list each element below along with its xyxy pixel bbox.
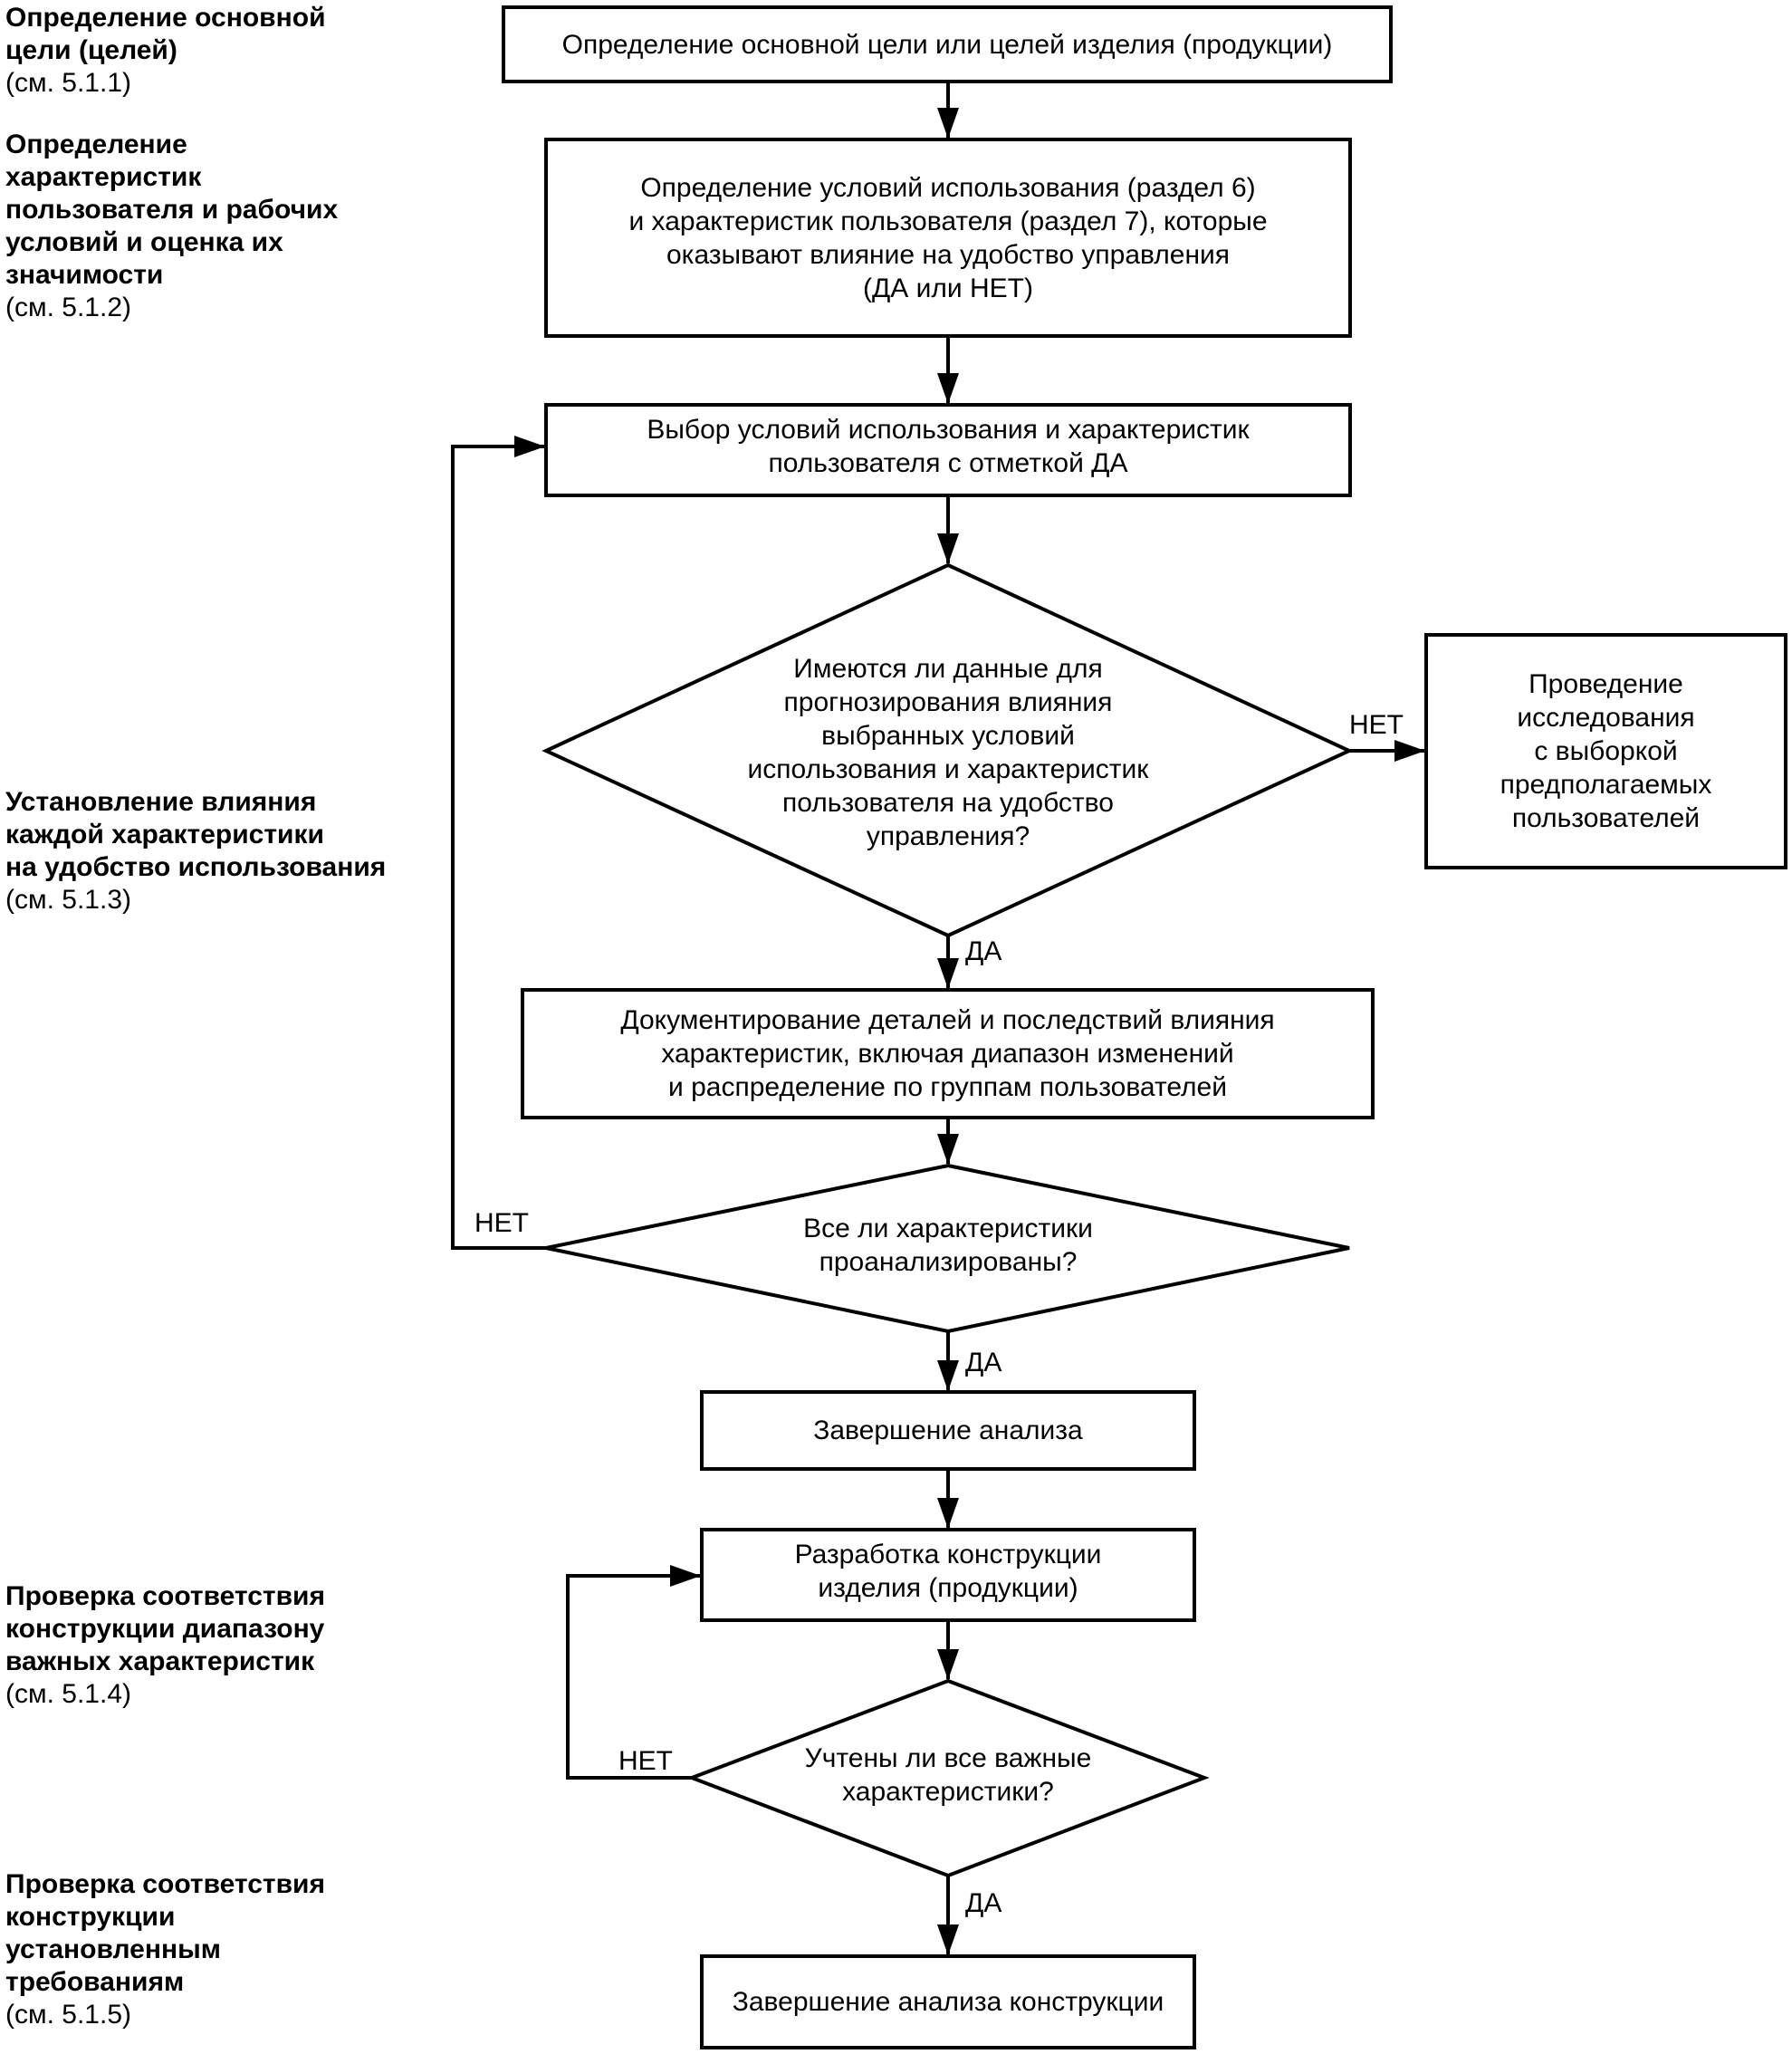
edge-label-data-no: НЕТ bbox=[1349, 710, 1404, 740]
edge-label-all-no: НЕТ bbox=[474, 1208, 529, 1238]
select-text: Выбор условий использования и характерис… bbox=[647, 415, 1250, 478]
side-note-range: Проверка соответствия конструкции диапаз… bbox=[5, 1580, 431, 1711]
side-note-range-ref: (см. 5.1.4) bbox=[5, 1679, 131, 1709]
side-note-conditions-ref: (см. 5.1.2) bbox=[5, 293, 131, 322]
research-text: Проведение исследования с выборкой предп… bbox=[1500, 669, 1712, 833]
edge-label-important-yes: ДА bbox=[965, 1888, 1002, 1918]
goal-text: Определение основной цели или целей изде… bbox=[561, 29, 1333, 60]
finish-design-box bbox=[700, 1954, 1196, 2049]
decision-important-text: Учтены ли все важные характеристики? bbox=[804, 1743, 1092, 1807]
side-note-influence-ref: (см. 5.1.3) bbox=[5, 885, 131, 915]
side-note-goal: Определение основной цели (целей) (см. 5… bbox=[5, 2, 431, 100]
decision-data-text: Имеются ли данные для прогнозирования вл… bbox=[747, 654, 1149, 851]
design-text: Разработка конструкции изделия (продукци… bbox=[794, 1540, 1102, 1603]
edge-label-important-no: НЕТ bbox=[618, 1746, 673, 1776]
side-note-influence-title: Установление влияния каждой характеристи… bbox=[5, 787, 387, 882]
loop-decision-all-to-select bbox=[451, 436, 546, 1250]
side-note-requirements: Проверка соответствия конструкции устано… bbox=[5, 1868, 431, 2031]
document-text: Документирование деталей и последствий в… bbox=[620, 1005, 1275, 1102]
edge-label-all-yes: ДА bbox=[965, 1348, 1002, 1377]
side-note-conditions-title: Определение характеристик пользователя и… bbox=[5, 130, 339, 290]
side-note-goal-title: Определение основной цели (целей) bbox=[5, 3, 326, 65]
side-note-influence: Установление влияния каждой характеристи… bbox=[5, 786, 431, 917]
loop-decision-important-to-design bbox=[566, 1565, 701, 1780]
finish-design-text: Завершение анализа конструкции bbox=[732, 1987, 1164, 2017]
research-box bbox=[1424, 633, 1787, 869]
conditions-text: Определение условий использования (разде… bbox=[628, 172, 1268, 303]
side-note-range-title: Проверка соответствия конструкции диапаз… bbox=[5, 1581, 325, 1676]
decision-all-text: Все ли характеристики проанализированы? bbox=[803, 1214, 1093, 1277]
side-note-conditions: Определение характеристик пользователя и… bbox=[5, 129, 431, 324]
finish-analysis-text: Завершение анализа bbox=[813, 1416, 1083, 1445]
side-note-requirements-ref: (см. 5.1.5) bbox=[5, 2000, 131, 2030]
side-note-goal-ref: (см. 5.1.1) bbox=[5, 68, 131, 98]
side-note-requirements-title: Проверка соответствия конструкции устано… bbox=[5, 1869, 325, 1997]
edge-label-data-yes: ДА bbox=[965, 936, 1002, 966]
